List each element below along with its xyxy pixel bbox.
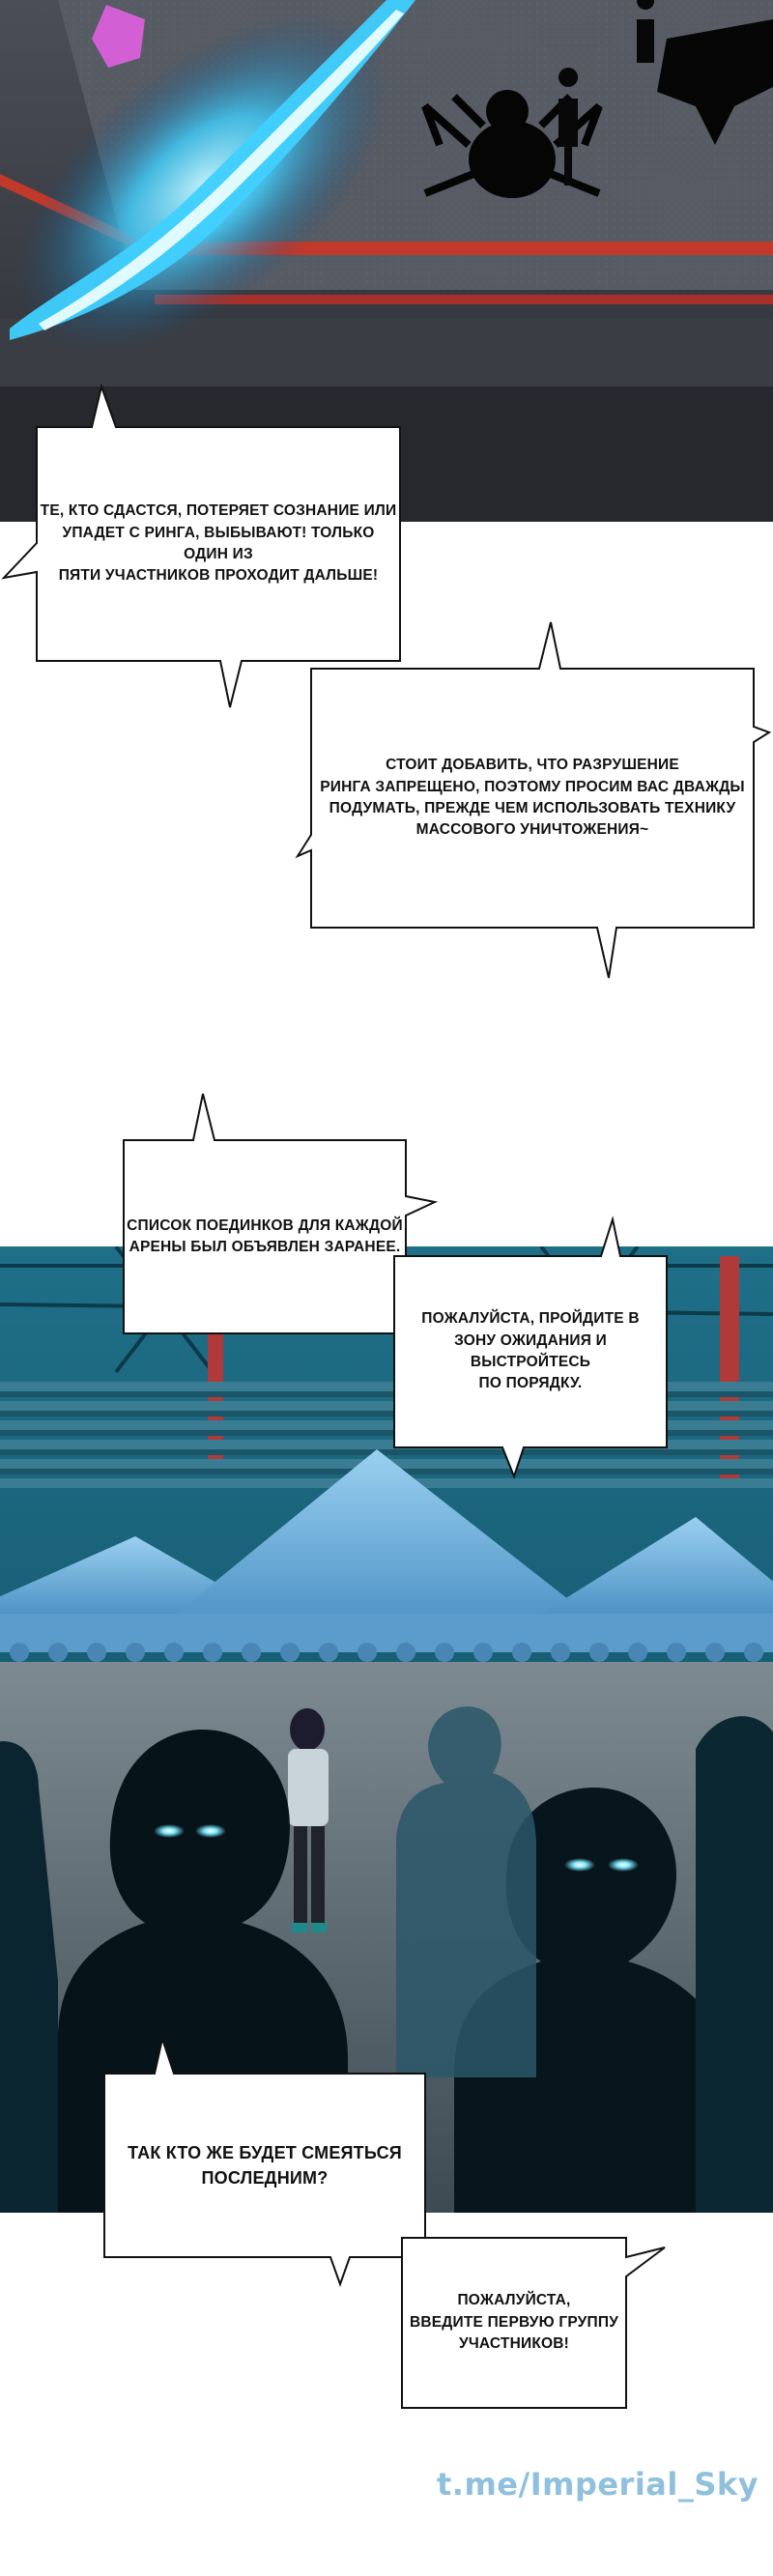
spider-legs [421, 94, 603, 197]
bubble-3-line-1: СПИСОК ПОЕДИНКОВ ДЛЯ КАЖДОЙ [127, 1216, 403, 1234]
tent-valance [0, 1614, 773, 1652]
speech-bubble-2: СТОИТ ДОБАВИТЬ, ЧТО РАЗРУШЕНИЕ РИНГА ЗАП… [295, 618, 773, 986]
bubble-6-line-1: ПОЖАЛУЙСТА, [457, 2292, 571, 2309]
bubble-4-line-3: ПО ПОРЯДКУ. [478, 1375, 583, 1392]
pink-gem [92, 5, 145, 68]
speech-bubble-4: ПОЖАЛУЙСТА, ПРОЙДИТЕ В ЗОНУ ОЖИДАНИЯ И В… [388, 1216, 688, 1484]
bubble-2-line-3: ПОДУМАТЬ, ПРЕЖДЕ ЧЕМ ИСПОЛЬЗОВАТЬ ТЕХНИК… [329, 800, 736, 816]
speech-bubble-4-shape [393, 1216, 668, 1479]
silhouette-background-man [396, 1706, 536, 2077]
speech-bubble-3-shape [123, 1093, 439, 1334]
bubble-2-line-2b: ПРОСИМ ВАС ДВАЖДЫ [560, 778, 745, 795]
eye-right-2 [608, 1858, 639, 1872]
sword-core [39, 10, 404, 330]
silhouette-far-left [0, 1741, 58, 2213]
tent-valance-scallops [10, 1643, 763, 1662]
winged-silhouette [657, 19, 773, 145]
speech-bubble-3: СПИСОК ПОЕДИНКОВ ДЛЯ КАЖДОЙ АРЕНЫ БЫЛ ОБ… [116, 1090, 444, 1341]
tent-center [164, 1449, 599, 1623]
girl-figure [288, 1708, 329, 1932]
speech-bubble-1: ТЕ, КТО СДАСТСЯ, ПОТЕРЯЕТ СОЗНАНИЕ ИЛИ У… [0, 379, 406, 708]
figure-silhouette-2 [637, 0, 655, 63]
sword-blade [10, 0, 415, 340]
speech-bubble-5: ТАК КТО ЖЕ БУДЕТ СМЕЯТЬСЯ ПОСЛЕДНИМ? [97, 2035, 444, 2287]
bubble-6-line-3: УЧАСТНИКОВ! [458, 2335, 570, 2353]
bubble-5-line-1: ТАК КТО ЖЕ БУДЕТ СМЕЯТЬСЯ [128, 2142, 402, 2162]
bubble-5-line-2: ПОСЛЕДНИМ? [201, 2168, 329, 2188]
eye-left-2 [195, 1824, 226, 1838]
speech-bubble-6: ПОЖАЛУЙСТА, ВВЕДИТЕ ПЕРВУЮ ГРУППУ УЧАСТН… [398, 2218, 678, 2412]
watermark-text: t.me/Imperial_Sky [437, 2466, 759, 2503]
bubble-1-line-2a: УПАДЕТ С РИНГА, ВЫБЫВАЮТ! [62, 524, 307, 541]
tent-right [541, 1517, 773, 1614]
ring-stripe-lower [155, 295, 773, 304]
speech-bubble-6-shape [401, 2237, 666, 2409]
bubble-2-line-4: МАССОВОГО УНИЧТОЖЕНИЯ~ [415, 821, 649, 839]
speech-bubble-1-shape [1, 383, 401, 708]
bubble-1-line-1: ТЕ, КТО СДАСТСЯ, ПОТЕРЯЕТ СОЗНАНИЕ ИЛИ [40, 502, 397, 520]
bubble-4-line-1: ПОЖАЛУЙСТА, ПРОЙДИТЕ В [421, 1310, 640, 1328]
speech-bubble-2-shape [295, 621, 772, 979]
bubble-1-line-2b: ТОЛЬКО ОДИН ИЗ [184, 524, 375, 562]
bubble-2-line-2a: РИНГА ЗАПРЕЩЕНО, ПОЭТОМУ [320, 778, 561, 795]
bubble-6-line-2: ВВЕДИТЕ ПЕРВУЮ ГРУППУ [409, 2313, 619, 2331]
eye-left-1 [154, 1824, 185, 1838]
bubble-4-line-2: ЗОНУ ОЖИДАНИЯ И ВЫСТРОЙТЕСЬ [454, 1331, 607, 1370]
bubble-1-line-3: ПЯТИ УЧАСТНИКОВ ПРОХОДИТ ДАЛЬШЕ! [58, 567, 379, 585]
figure-silhouette-1 [558, 68, 579, 186]
silhouette-far-right [696, 1716, 773, 2213]
spider-head [486, 90, 529, 132]
bubble-2-line-1: СТОИТ ДОБАВИТЬ, ЧТО РАЗРУШЕНИЕ [386, 757, 679, 774]
eye-right-1 [564, 1858, 595, 1872]
bubble-3-line-2: АРЕНЫ БЫЛ ОБЪЯВЛЕН ЗАРАНЕЕ. [129, 1239, 401, 1255]
spider-body [469, 121, 556, 198]
